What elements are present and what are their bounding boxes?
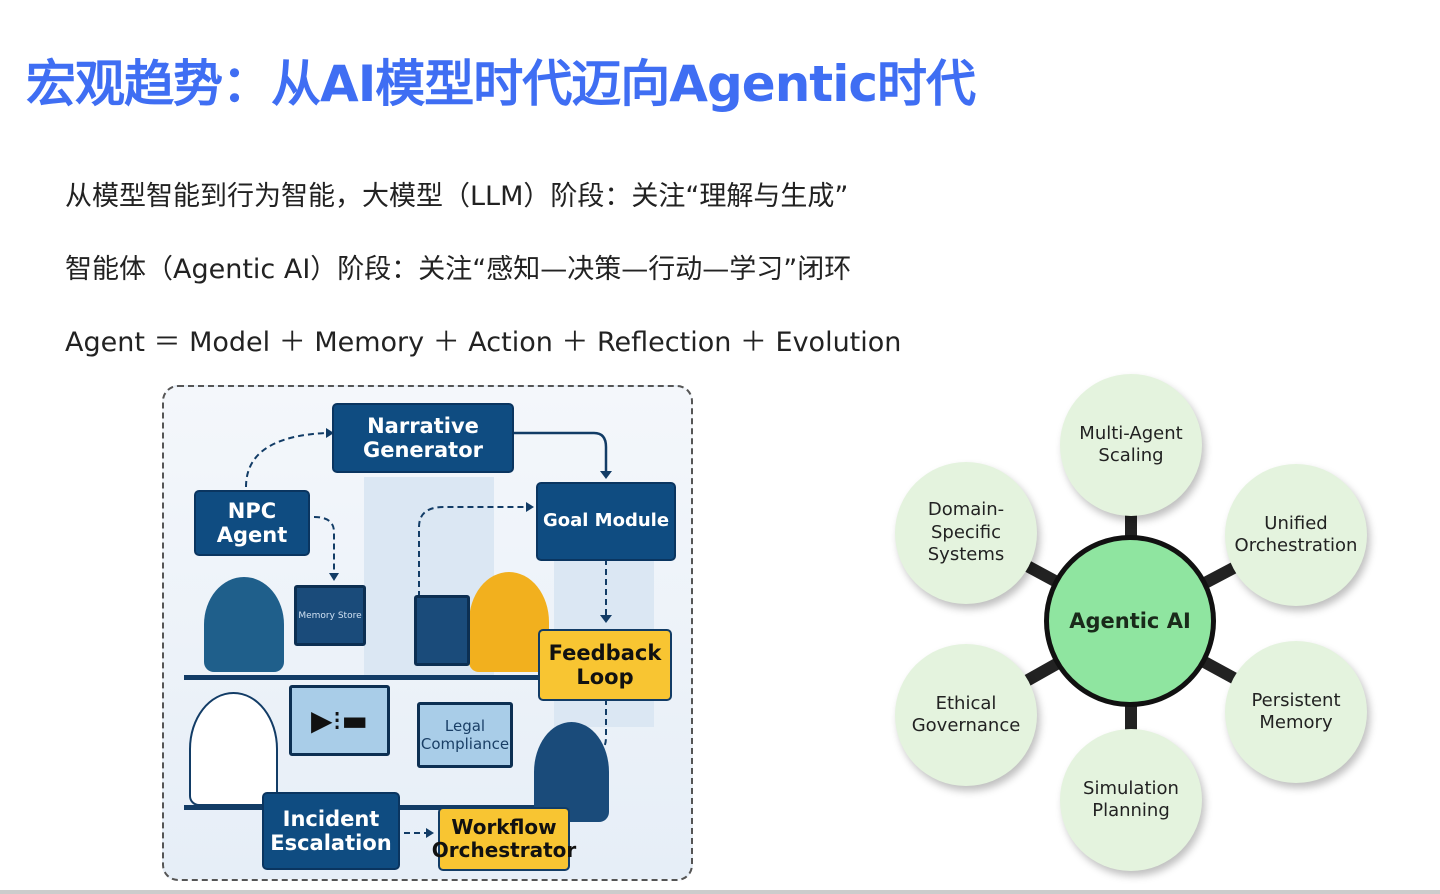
person-woman-left — [204, 577, 284, 672]
legal-compliance-monitor: Legal Compliance — [417, 702, 513, 768]
memory-store-monitor: Memory Store — [294, 585, 366, 646]
feedback-loop-box: Feedback Loop — [538, 629, 672, 701]
narrative-generator-box: Narrative Generator — [332, 403, 514, 473]
petal-ethical-governance: Ethical Governance — [895, 644, 1037, 786]
petal-persistent-memory: Persistent Memory — [1225, 641, 1367, 783]
person-woman-right — [534, 722, 609, 822]
agentic-workplace-illustration: Memory Store ▶⁝▬ Legal Compliance Narrat… — [162, 385, 693, 881]
goal-module-box: Goal Module — [536, 482, 676, 561]
blank-monitor — [414, 595, 470, 666]
person-man-yellow — [469, 572, 549, 672]
person-man-bald — [189, 692, 278, 806]
dashboard-monitor: ▶⁝▬ — [289, 685, 390, 756]
incident-escalation-box: Incident Escalation — [262, 792, 400, 870]
bullet-agentic-stage: 智能体（Agentic AI）阶段：关注“感知—决策—行动—学习”闭环 — [65, 254, 852, 285]
agent-formula: Agent ＝ Model ＋ Memory ＋ Action ＋ Reflec… — [65, 327, 902, 358]
petal-unified-orchestration: Unified Orchestration — [1225, 464, 1367, 606]
petal-simulation-planning: Simulation Planning — [1060, 729, 1202, 871]
flow-arrows — [245, 428, 612, 838]
slide-bottom-border — [0, 890, 1440, 894]
petal-domain-specific-systems: Domain-Specific Systems — [895, 462, 1037, 604]
npc-agent-box: NPC Agent — [194, 490, 310, 556]
petal-multi-agent-scaling: Multi-Agent Scaling — [1060, 374, 1202, 516]
agentic-ai-hub: Agentic AI — [1044, 535, 1216, 707]
bullet-llm-stage: 从模型智能到行为智能，大模型（LLM）阶段：关注“理解与生成” — [65, 181, 849, 212]
page-title: 宏观趋势：从AI模型时代迈向Agentic时代 — [26, 55, 976, 113]
workflow-orchestrator-box: Workflow Orchestrator — [432, 807, 576, 871]
